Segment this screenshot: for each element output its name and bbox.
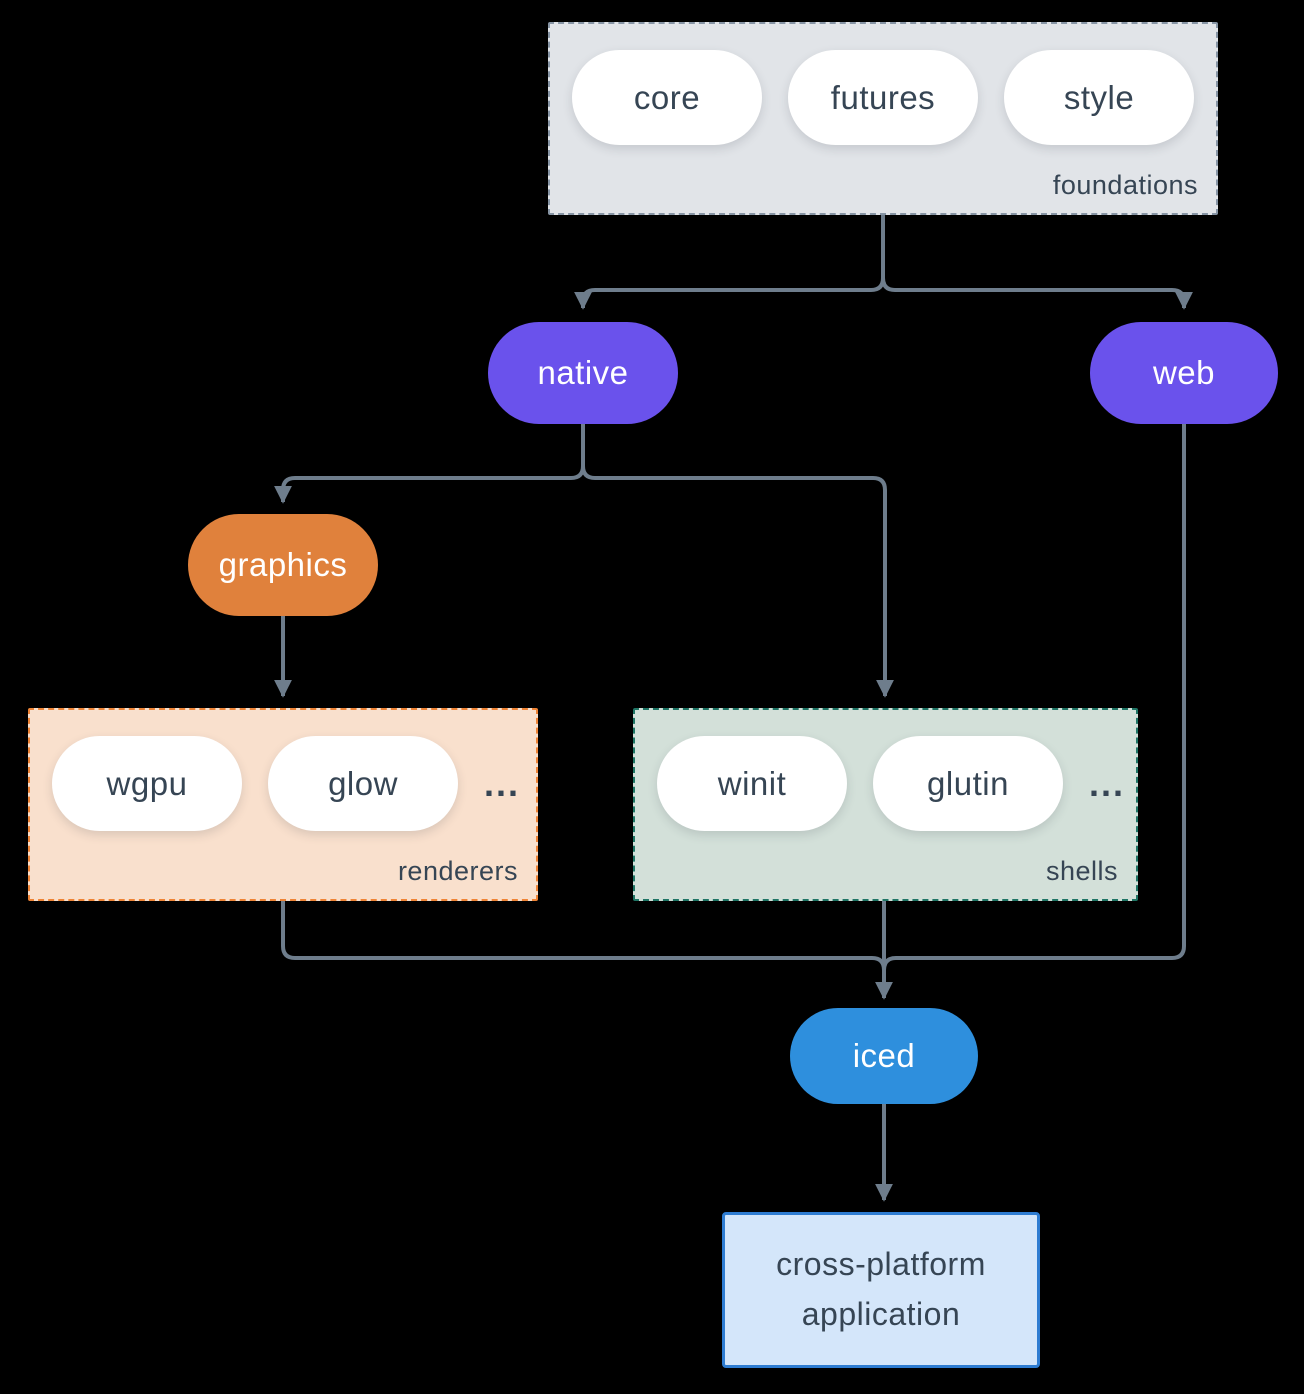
group-label-renderers: renderers — [397, 856, 518, 886]
arrow-native-to-shells — [581, 424, 894, 698]
renderers-pill-row: wgpu glow ... — [52, 736, 520, 831]
arrow-native-to-graphics — [274, 424, 585, 504]
node-glutin: glutin — [873, 736, 1063, 831]
node-web: web — [1090, 322, 1278, 424]
node-iced: iced — [790, 1008, 978, 1104]
group-label-foundations: foundations — [1052, 170, 1198, 200]
node-futures: futures — [788, 50, 978, 145]
arrow-renderers-to-iced — [281, 901, 886, 998]
shells-ellipsis: ... — [1089, 763, 1126, 804]
foundations-pill-row: core futures style — [572, 50, 1194, 145]
group-renderers: wgpu glow ... renderers — [28, 708, 538, 901]
node-application: cross-platform application — [722, 1212, 1040, 1368]
shells-pill-row: winit glutin ... — [657, 736, 1125, 831]
group-label-shells: shells — [1045, 856, 1118, 886]
node-core: core — [572, 50, 762, 145]
arrow-foundations-to-web — [881, 215, 1193, 310]
node-native: native — [488, 322, 678, 424]
arrow-foundations-to-native — [574, 215, 885, 310]
group-shells: winit glutin ... shells — [633, 708, 1138, 901]
group-foundations: core futures style foundations — [548, 22, 1218, 215]
node-winit: winit — [657, 736, 847, 831]
node-graphics: graphics — [188, 514, 378, 616]
node-style: style — [1004, 50, 1194, 145]
node-wgpu: wgpu — [52, 736, 242, 831]
node-glow: glow — [268, 736, 458, 831]
renderers-ellipsis: ... — [484, 763, 521, 804]
